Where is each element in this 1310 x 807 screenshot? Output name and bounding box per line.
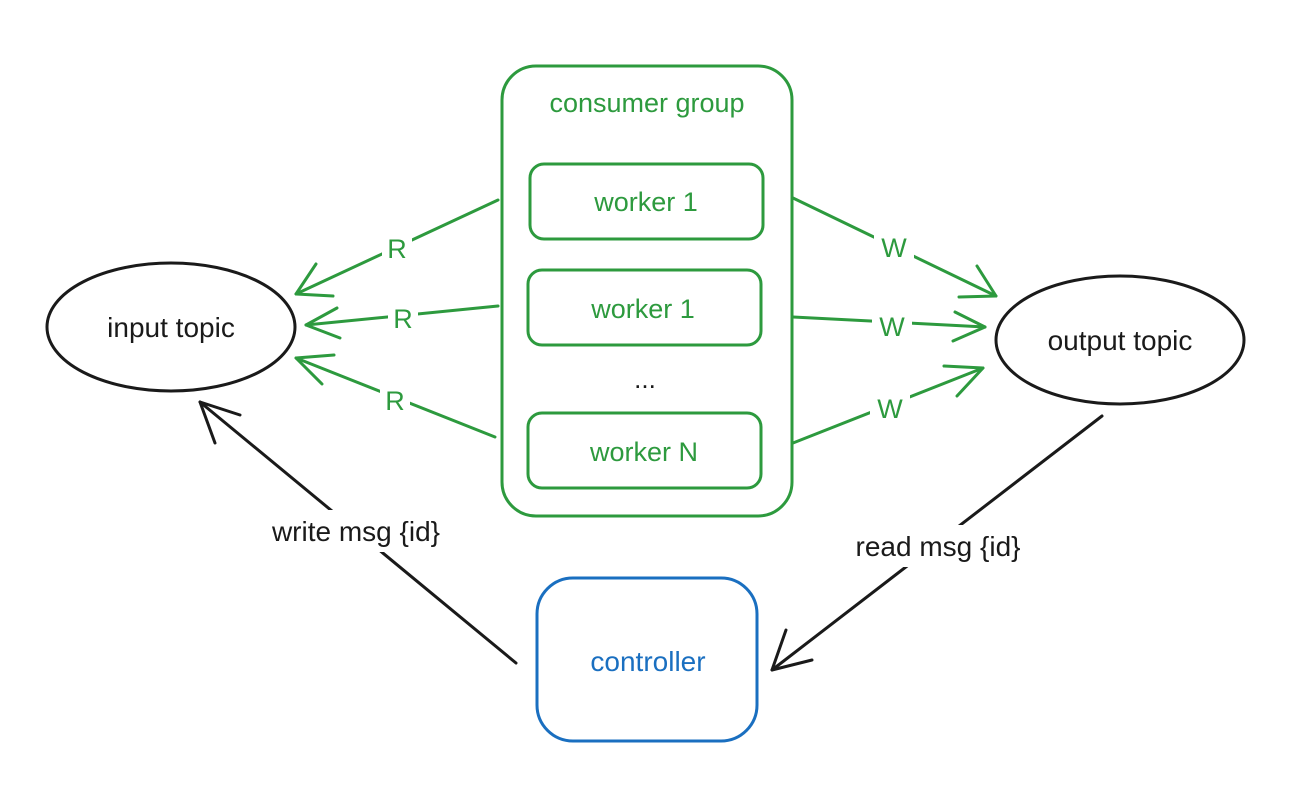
input-topic-label: input topic [107, 312, 235, 343]
controller-write-label: write msg {id} [271, 516, 440, 547]
read-label-3: R [385, 386, 405, 416]
controller-write-arrowhead [198, 400, 242, 445]
consumer-group-box [500, 64, 794, 518]
output-topic-label: output topic [1048, 325, 1193, 356]
read-arrowhead-1 [294, 262, 335, 298]
worker-box-2 [526, 268, 763, 347]
worker-label-1: worker 1 [593, 187, 698, 217]
controller-label: controller [590, 646, 705, 677]
input-topic: input topic [45, 261, 297, 393]
output-topic: output topic [994, 274, 1246, 406]
worker-box-n [526, 411, 763, 490]
read-edges: R R R [294, 198, 500, 439]
write-arrowhead-3 [942, 364, 985, 398]
write-label-1: W [881, 233, 907, 263]
input-topic-ellipse [45, 261, 297, 393]
write-arrowhead-1 [957, 264, 998, 299]
consumer-group-label: consumer group [549, 88, 744, 118]
controller-read-label: read msg {id} [856, 531, 1021, 562]
workers-ellipsis: ... [634, 364, 656, 394]
write-label-3: W [877, 394, 903, 424]
controller: controller [535, 576, 759, 743]
write-label-2: W [879, 312, 905, 342]
controller-read-arrowhead [770, 628, 814, 672]
controller-edges: write msg {id} read msg {id} [198, 400, 1104, 672]
controller-box [535, 576, 759, 743]
read-label-2: R [393, 304, 413, 334]
read-arrowhead-2 [304, 306, 342, 340]
consumer-group: consumer group worker 1 worker 1 ... wor… [500, 64, 794, 518]
write-edges: W W W [791, 196, 998, 445]
write-arrowhead-2 [951, 310, 987, 343]
read-arrowhead-3 [294, 353, 336, 386]
worker-box-1 [528, 162, 765, 241]
worker-label-n: worker N [589, 437, 698, 467]
worker-label-2: worker 1 [590, 294, 695, 324]
read-label-1: R [387, 234, 407, 264]
output-topic-ellipse [994, 274, 1246, 406]
